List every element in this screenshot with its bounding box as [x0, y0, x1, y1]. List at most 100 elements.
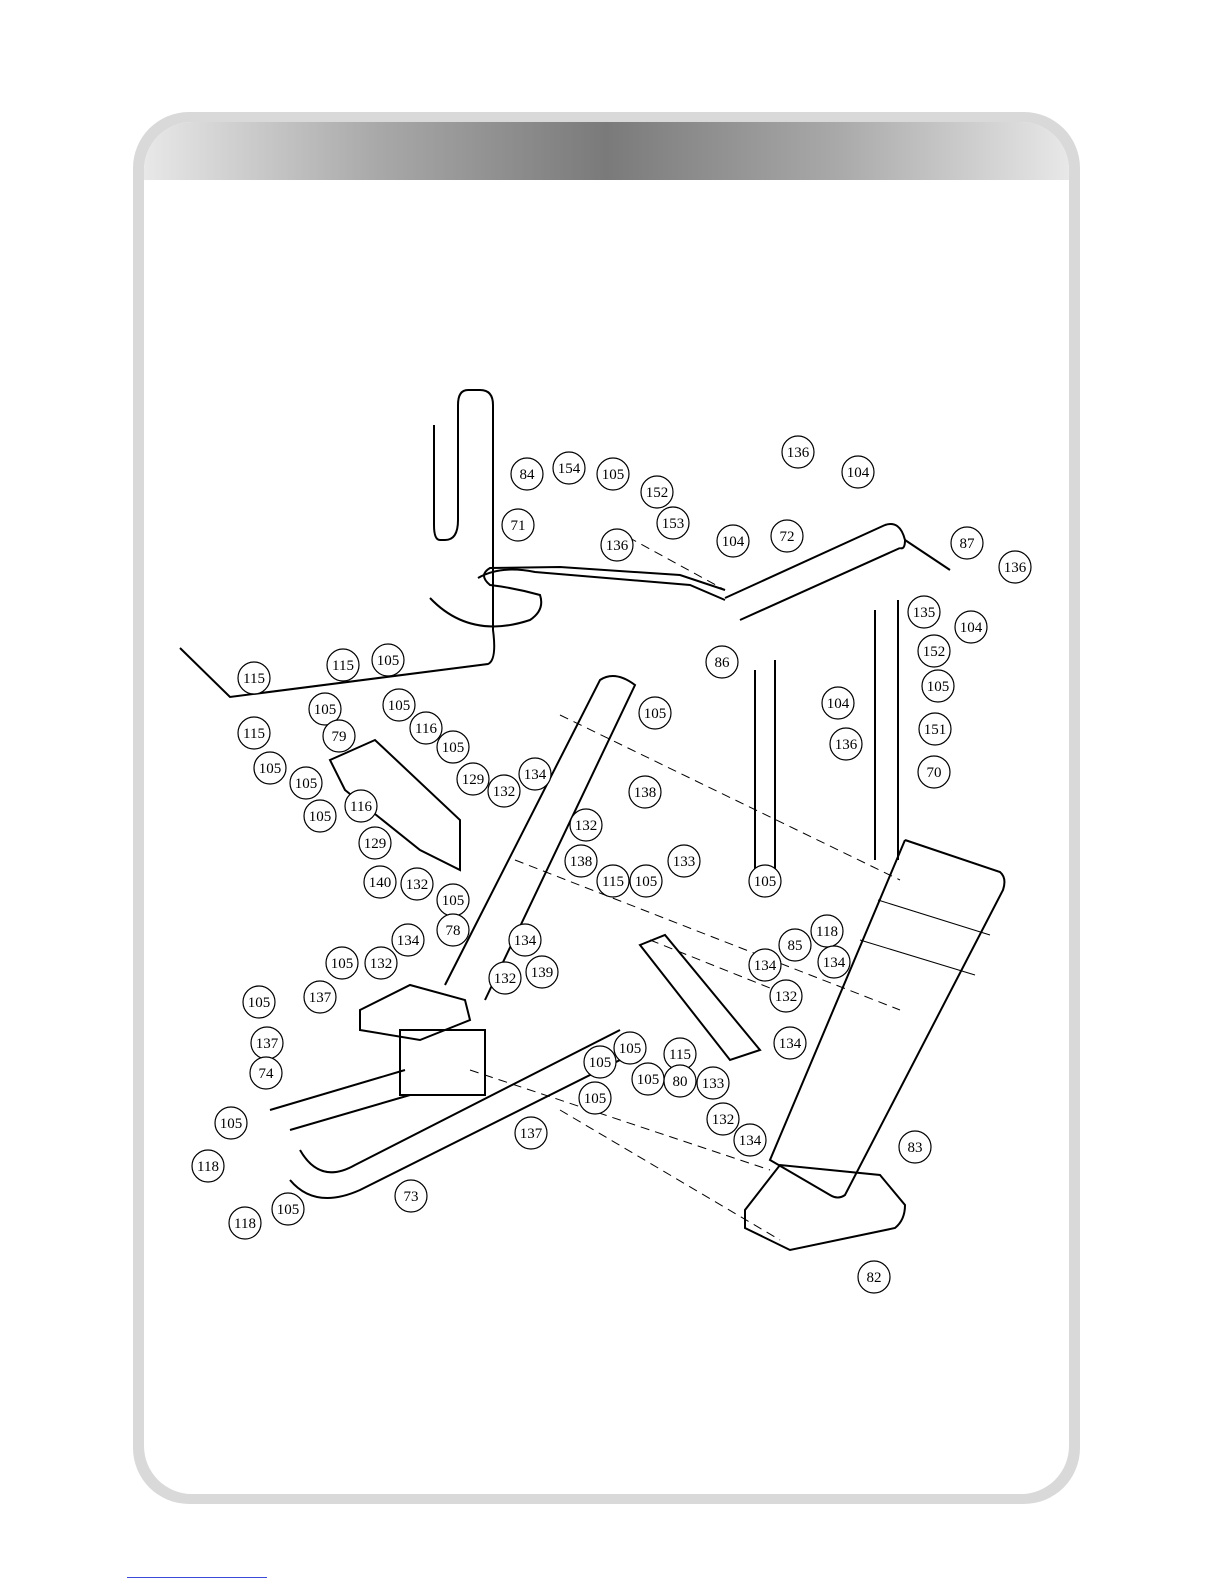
- callout-circle: [778, 928, 812, 962]
- handlebar-71-lower: [477, 568, 726, 601]
- part-callout: 134: [817, 945, 851, 979]
- callout-label: 70: [927, 765, 942, 781]
- callout-label: 140: [369, 875, 392, 891]
- part-callout: 136: [998, 550, 1032, 584]
- part-callout: 105: [253, 751, 287, 785]
- callout-label: 118: [234, 1216, 256, 1232]
- callout-label: 134: [397, 933, 420, 949]
- callout-label: 153: [662, 516, 685, 532]
- callout-label: 105: [442, 893, 465, 909]
- part-callout: 132: [569, 808, 603, 842]
- part-callout: 105: [436, 883, 470, 917]
- part-callout: 115: [663, 1037, 697, 1071]
- callout-circle: [344, 789, 378, 823]
- callout-circle: [303, 799, 337, 833]
- callout-label: 116: [350, 799, 372, 815]
- part-callout: 105: [436, 730, 470, 764]
- callout-label: 151: [924, 722, 947, 738]
- callout-circle: [781, 435, 815, 469]
- part-callout: 154: [552, 451, 586, 485]
- callout-label: 132: [775, 989, 798, 1005]
- callout-circle: [488, 961, 522, 995]
- callout-label: 152: [923, 644, 946, 660]
- part-callout: 105: [271, 1192, 305, 1226]
- part-callout: 152: [640, 475, 674, 509]
- callout-label: 79: [332, 729, 347, 745]
- callout-label: 105: [927, 679, 950, 695]
- callout-circle: [773, 1026, 807, 1060]
- callout-label: 105: [584, 1091, 607, 1107]
- callout-circle: [578, 1081, 612, 1115]
- callout-circle: [600, 528, 634, 562]
- callout-circle: [308, 692, 342, 726]
- callout-label: 137: [309, 990, 332, 1006]
- part-callout: 85: [778, 928, 812, 962]
- callout-label: 118: [197, 1159, 219, 1175]
- callout-label: 136: [606, 538, 629, 554]
- callout-label: 132: [575, 818, 598, 834]
- part-callout: 138: [628, 775, 662, 809]
- callout-circle: [583, 1045, 617, 1079]
- part-callout: 129: [358, 826, 392, 860]
- base-tube-73: [289, 1029, 641, 1199]
- part-callout: 118: [191, 1149, 225, 1183]
- callout-label: 105: [635, 874, 658, 890]
- callout-label: 115: [669, 1047, 691, 1063]
- part-callout: 83: [898, 1130, 932, 1164]
- callout-label: 80: [673, 1074, 688, 1090]
- frame-70: [754, 600, 899, 880]
- callout-circle: [748, 948, 782, 982]
- callout-circle: [841, 455, 875, 489]
- part-callout: 105: [325, 946, 359, 980]
- callout-circle: [706, 1102, 740, 1136]
- callout-label: 134: [823, 955, 846, 971]
- callout-label: 137: [520, 1126, 543, 1142]
- callout-circle: [371, 643, 405, 677]
- part-callout: 151: [918, 712, 952, 746]
- callout-circle: [638, 696, 672, 730]
- page-frame: [144, 122, 1069, 1494]
- callout-circle: [191, 1149, 225, 1183]
- callout-circle: [525, 955, 559, 989]
- callout-circle: [631, 1062, 665, 1096]
- callout-label: 136: [1004, 560, 1027, 576]
- callout-circle: [656, 506, 690, 540]
- callout-label: 105: [644, 706, 667, 722]
- part-callout: 115: [596, 864, 630, 898]
- part-callout: 84: [510, 457, 544, 491]
- callout-circle: [917, 634, 951, 668]
- part-callout: 116: [344, 789, 378, 823]
- part-callout: 115: [326, 648, 360, 682]
- callout-circle: [640, 475, 674, 509]
- part-callout: 134: [748, 948, 782, 982]
- callout-circle: [950, 526, 984, 560]
- callout-label: 154: [558, 461, 581, 477]
- callout-label: 73: [404, 1189, 419, 1205]
- callout-label: 134: [524, 767, 547, 783]
- part-callout: 136: [781, 435, 815, 469]
- callout-circle: [237, 716, 271, 750]
- part-callout: 132: [487, 774, 521, 808]
- part-callout: 134: [391, 923, 425, 957]
- callout-circle: [705, 645, 739, 679]
- callout-label: 105: [295, 776, 318, 792]
- callout-label: 87: [960, 536, 976, 552]
- part-callout: 139: [525, 955, 559, 989]
- callout-label: 105: [314, 702, 337, 718]
- part-callout: 105: [631, 1062, 665, 1096]
- part-callout: 137: [250, 1026, 284, 1060]
- callout-circle: [998, 550, 1032, 584]
- callout-label: 105: [220, 1116, 243, 1132]
- part-callout: 134: [773, 1026, 807, 1060]
- part-callout: 105: [921, 669, 955, 703]
- callout-label: 132: [712, 1112, 735, 1128]
- callout-label: 72: [780, 529, 795, 545]
- cable-84: [179, 389, 496, 699]
- part-callout: 153: [656, 506, 690, 540]
- callout-circle: [382, 688, 416, 722]
- callout-circle: [907, 595, 941, 629]
- part-callout: 137: [303, 980, 337, 1014]
- callout-label: 132: [493, 784, 516, 800]
- callout-label: 105: [619, 1041, 642, 1057]
